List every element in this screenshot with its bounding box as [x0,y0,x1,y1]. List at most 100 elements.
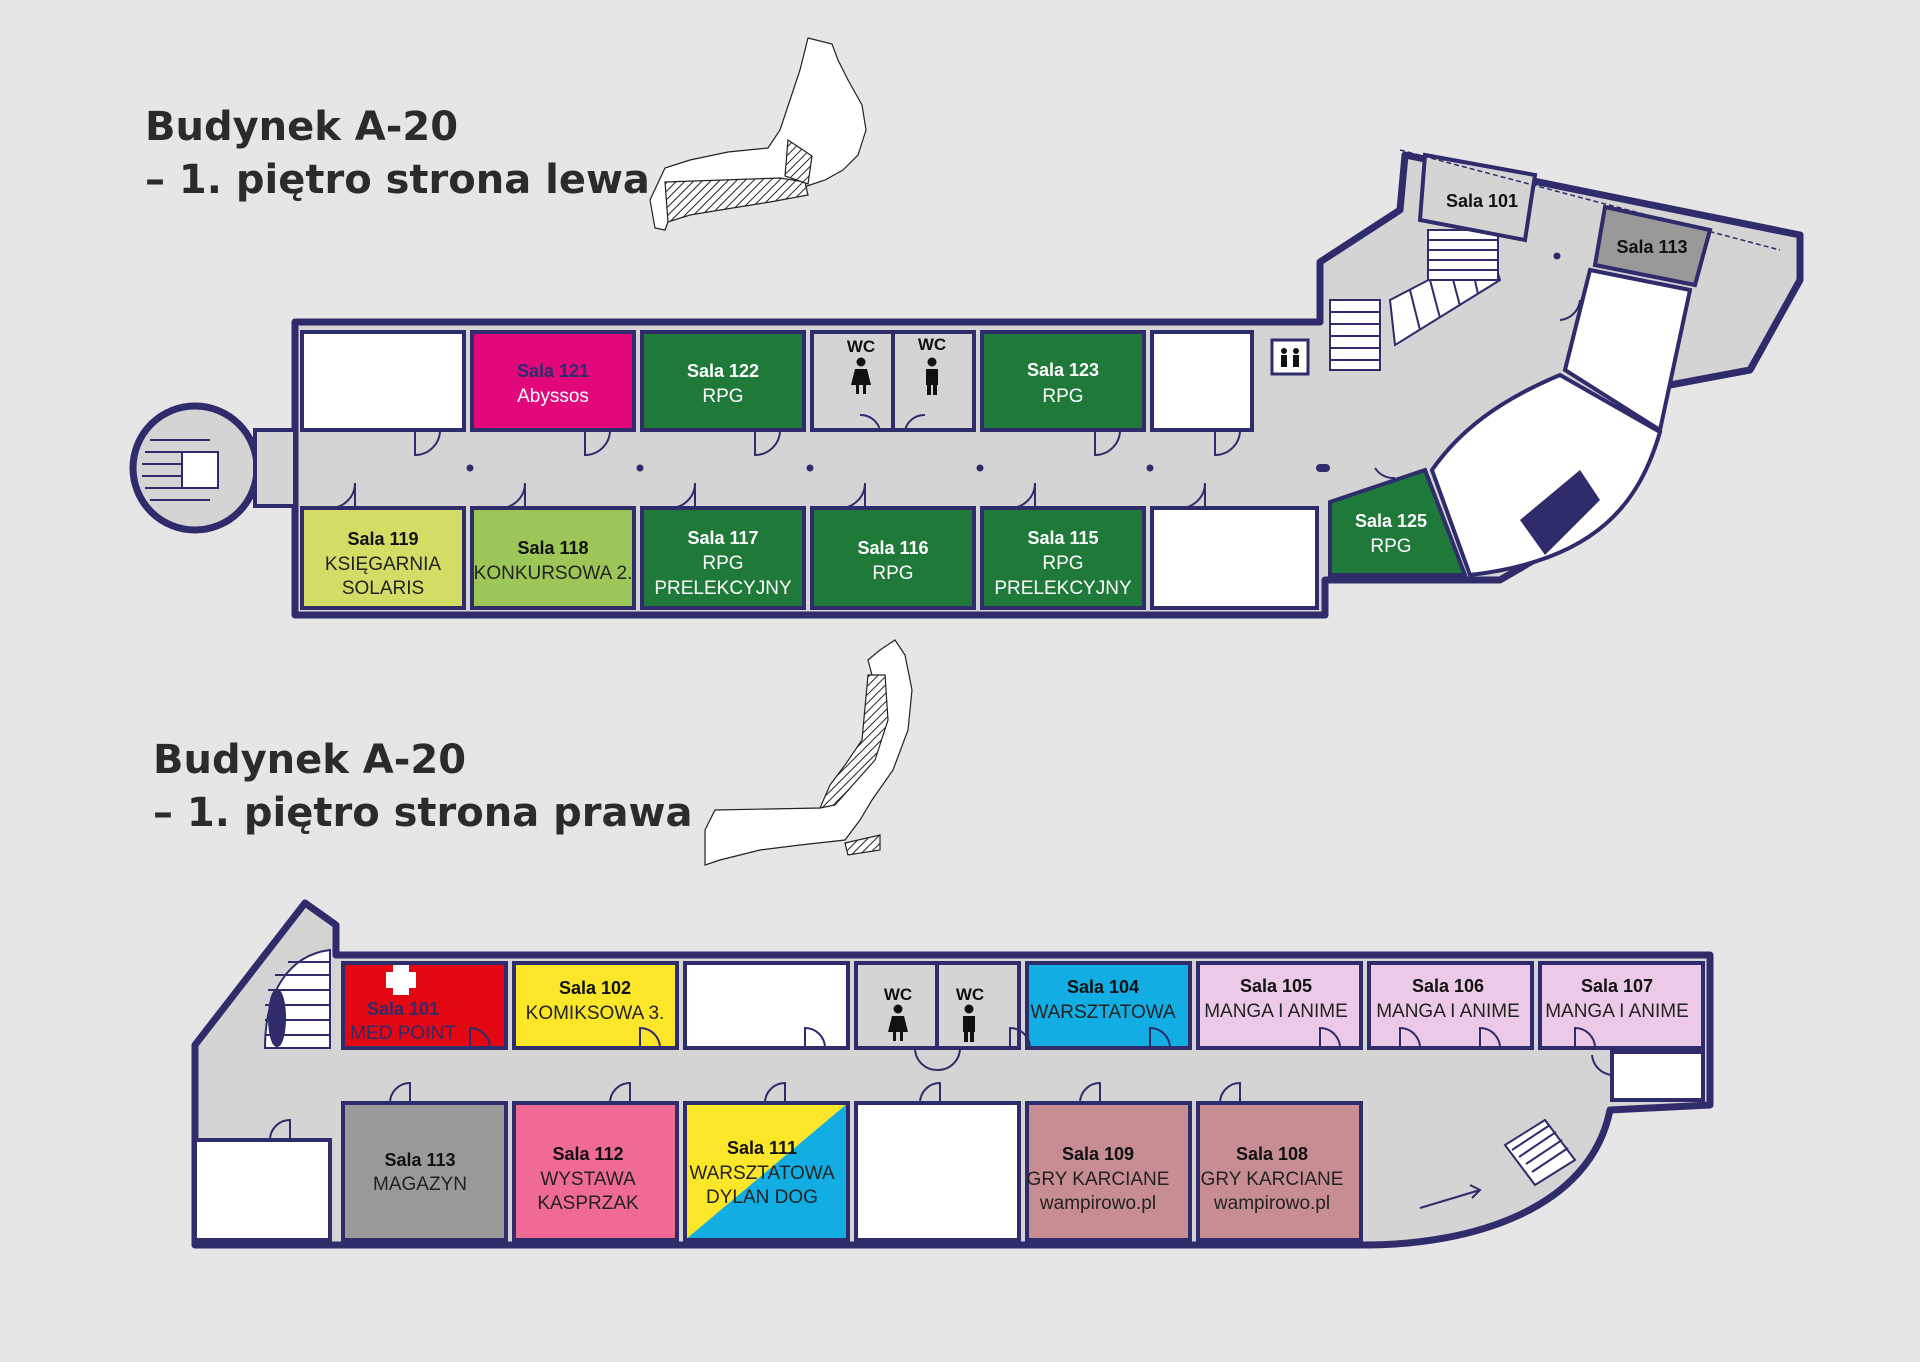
right-room-109[interactable]: Sala 109 GRY KARCIANE wampirowo.pl [1025,1101,1192,1242]
left-room-blank-2 [1150,330,1254,432]
right-plan-locator-thumbnail [704,639,913,866]
svg-text:RPG: RPG [1370,536,1411,557]
svg-text:WARSZTATOWA: WARSZTATOWA [1030,1002,1176,1023]
left-room-blank-5 [1150,506,1319,610]
svg-text:Sala 118: Sala 118 [517,538,588,558]
right-plan: Budynek A-20 – 1. piętro strona prawa Sa… [153,639,1714,1249]
left-room-blank-1 [300,330,466,432]
right-room-108[interactable]: Sala 108 GRY KARCIANE wampirowo.pl [1196,1101,1363,1242]
svg-text:RPG: RPG [702,553,743,574]
left-plan: Budynek A-20 – 1. piętro strona lewa Sal… [129,37,1804,619]
left-plan-locator-thumbnail [649,37,867,231]
left-plan-title-line2: – 1. piętro strona lewa [145,157,650,203]
svg-text:DYLAN DOG: DYLAN DOG [706,1187,818,1208]
right-room-101[interactable]: Sala 101 MED POINT [341,961,508,1050]
left-room-125[interactable]: Sala 125 RPG [1328,467,1468,577]
svg-text:wampirowo.pl: wampirowo.pl [1039,1193,1156,1214]
svg-text:Sala 102: Sala 102 [559,978,631,998]
svg-text:PRELEKCYJNY: PRELEKCYJNY [654,578,792,599]
svg-text:RPG: RPG [1042,386,1083,407]
right-room-106[interactable]: Sala 106 MANGA I ANIME [1367,961,1534,1050]
right-wc-label-men: WC [956,985,984,1004]
svg-text:RPG: RPG [872,563,913,584]
svg-text:KSIĘGARNIA: KSIĘGARNIA [325,554,441,575]
svg-text:KONKURSOWA 2.: KONKURSOWA 2. [474,563,633,584]
svg-text:Sala 122: Sala 122 [687,361,759,381]
left-room-122[interactable]: Sala 122 RPG [640,330,806,432]
left-room-115[interactable]: Sala 115 RPG PRELEKCYJNY [980,506,1146,610]
left-room-121[interactable]: Sala 121 Abyssos [470,330,636,432]
svg-text:Sala 119: Sala 119 [347,529,418,549]
svg-text:Sala 121: Sala 121 [517,361,589,381]
svg-text:MANGA I ANIME: MANGA I ANIME [1204,1001,1348,1022]
left-main-stairs [1329,229,1502,371]
woman-icon [851,357,871,394]
svg-text:MAGAZYN: MAGAZYN [373,1174,467,1195]
svg-text:Sala 112: Sala 112 [552,1144,623,1164]
svg-text:wampirowo.pl: wampirowo.pl [1213,1193,1330,1214]
right-room-112[interactable]: Sala 112 WYSTAWA KASPRZAK [512,1101,679,1242]
left-room-116[interactable]: Sala 116 RPG [810,506,976,610]
right-wc-block: WC WC [854,961,1021,1050]
svg-text:Sala 108: Sala 108 [1236,1144,1308,1164]
svg-text:Sala 104: Sala 104 [1067,977,1139,997]
right-plan-title-line2: – 1. piętro strona prawa [153,790,692,836]
svg-text:Sala 125: Sala 125 [1355,511,1427,531]
svg-text:Sala 115: Sala 115 [1027,528,1098,548]
left-wc-block: WC WC [810,330,976,432]
left-tower-stairs [142,439,219,501]
left-room-101[interactable]: Sala 101 [1417,152,1538,243]
right-wc-label-women: WC [884,985,912,1004]
svg-text:Sala 111: Sala 111 [727,1138,797,1158]
svg-text:Sala 123: Sala 123 [1027,360,1099,380]
right-doors [269,1026,1613,1141]
svg-text:Sala 107: Sala 107 [1581,976,1653,996]
left-room-118[interactable]: Sala 118 KONKURSOWA 2. [470,506,636,610]
svg-text:Sala 117: Sala 117 [687,528,758,548]
right-room-blank-4 [854,1101,1021,1242]
left-room-113[interactable]: Sala 113 [1592,204,1713,288]
right-room-107[interactable]: Sala 107 MANGA I ANIME [1538,961,1705,1050]
svg-text:Sala 105: Sala 105 [1240,976,1312,996]
svg-text:PRELEKCYJNY: PRELEKCYJNY [994,578,1132,599]
left-plan-title-line1: Budynek A-20 [145,104,458,150]
svg-text:Sala 113: Sala 113 [384,1150,455,1170]
svg-text:MED POINT: MED POINT [350,1023,456,1044]
man-icon [926,357,938,395]
svg-text:RPG: RPG [702,386,743,407]
svg-text:GRY KARCIANE: GRY KARCIANE [1027,1169,1170,1190]
right-room-blank-3 [193,1138,332,1242]
svg-text:SOLARIS: SOLARIS [342,578,424,599]
right-stairs-fan [263,948,331,1049]
left-doors [329,299,1581,509]
right-room-113[interactable]: Sala 113 MAGAZYN [341,1101,508,1242]
left-room-117[interactable]: Sala 117 RPG PRELEKCYJNY [640,506,806,610]
svg-text:KOMIKSOWA 3.: KOMIKSOWA 3. [526,1003,665,1024]
right-room-111[interactable]: Sala 111 WARSZTATOWA DYLAN DOG [683,1101,850,1242]
svg-text:WYSTAWA: WYSTAWA [540,1169,636,1190]
svg-text:Sala 106: Sala 106 [1412,976,1484,996]
left-wc-label-men: WC [918,335,946,354]
svg-text:Sala 101: Sala 101 [1446,191,1518,211]
right-room-102[interactable]: Sala 102 KOMIKSOWA 3. [512,961,679,1050]
left-wc-label-women: WC [847,337,875,356]
right-room-blank-2 [1610,1050,1705,1102]
right-room-blank-1 [683,961,850,1050]
left-room-blank-4 [1429,372,1663,578]
left-dark-block [1520,470,1600,555]
woman-icon [888,1004,908,1041]
svg-text:WARSZTATOWA: WARSZTATOWA [689,1163,835,1184]
left-corridor-pillars [466,252,1561,472]
svg-text:RPG: RPG [1042,553,1083,574]
left-room-119[interactable]: Sala 119 KSIĘGARNIA SOLARIS [300,506,466,610]
svg-text:Sala 113: Sala 113 [1616,237,1687,257]
svg-text:Abyssos: Abyssos [517,386,589,407]
right-stairs-curved [1419,1118,1577,1209]
left-room-123[interactable]: Sala 123 RPG [980,330,1146,432]
svg-text:MANGA I ANIME: MANGA I ANIME [1545,1001,1689,1022]
svg-text:Sala 116: Sala 116 [857,538,928,558]
man-icon [963,1004,975,1042]
svg-text:Sala 109: Sala 109 [1062,1144,1134,1164]
elevator-icon [1270,338,1310,376]
svg-text:KASPRZAK: KASPRZAK [537,1193,639,1214]
